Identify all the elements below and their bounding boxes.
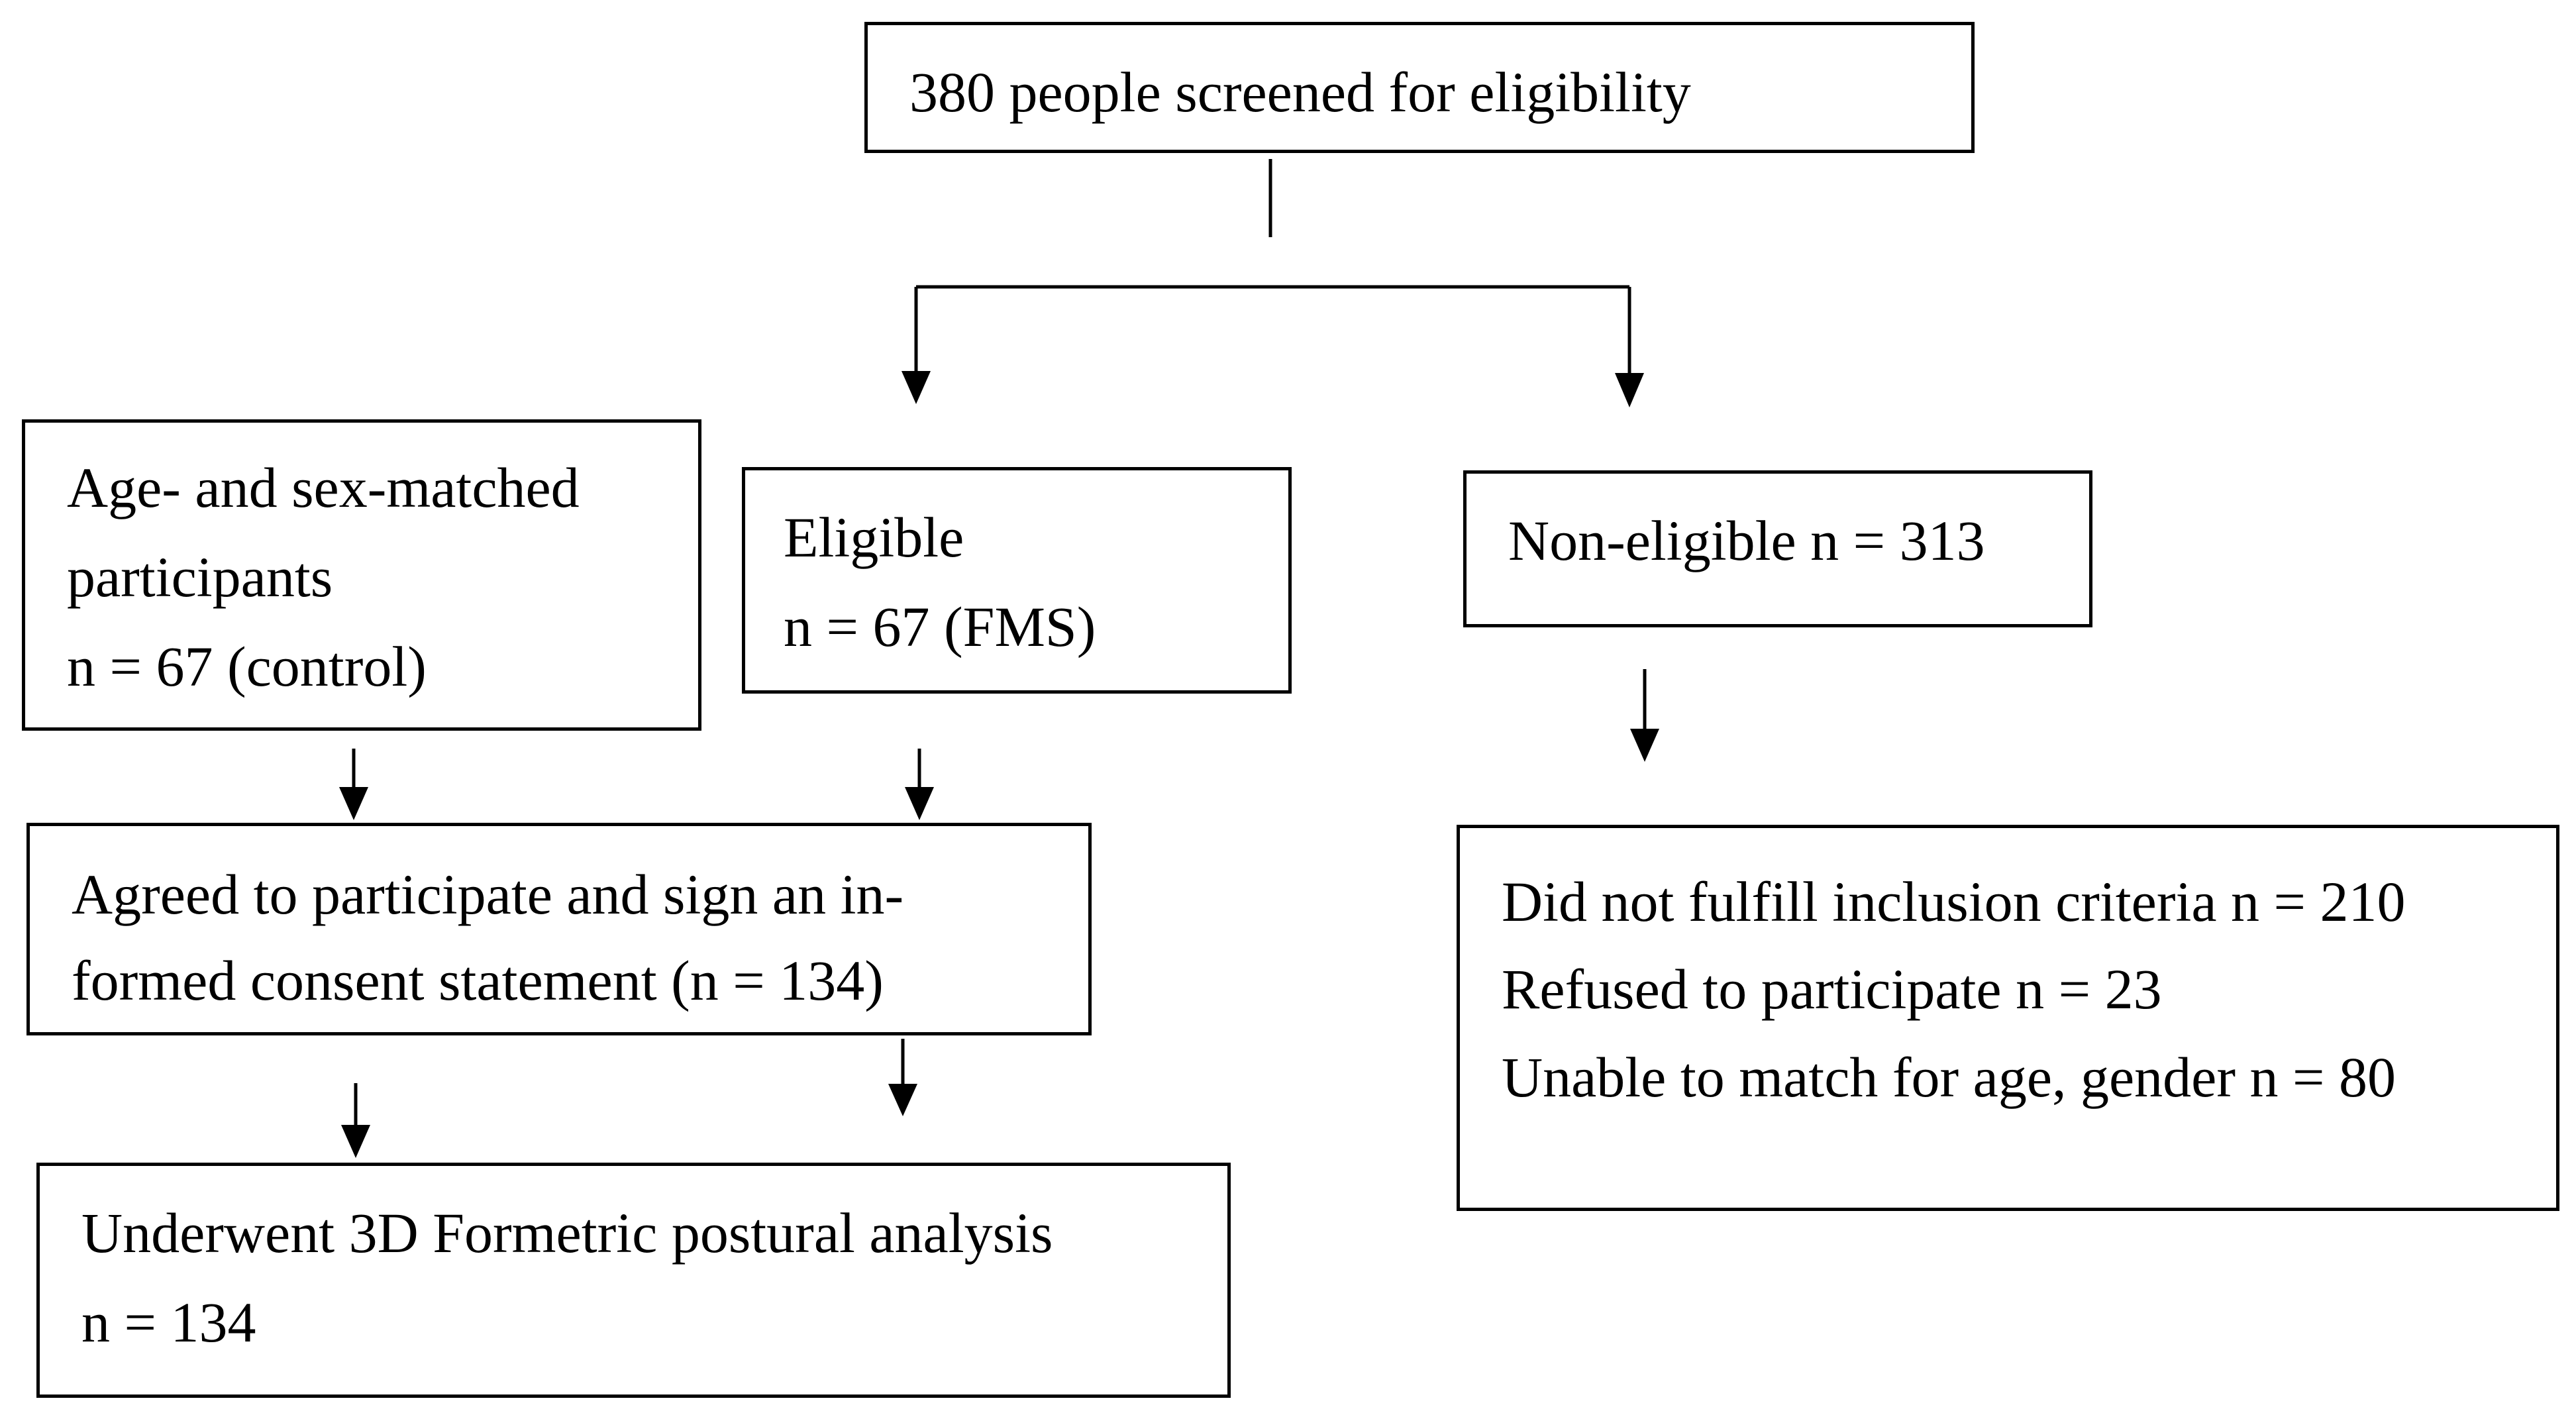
agreed-label-line1: Agreed to participate and sign an in-: [72, 863, 904, 926]
screened-label: 380 people screened for eligibility: [909, 60, 1691, 124]
agreed-label-line2: formed consent statement (n = 134): [72, 949, 884, 1012]
arrow-eligible-to-agreed: [905, 749, 934, 820]
control-label-line1: Age- and sex-matched: [67, 456, 580, 519]
exclusions-label-line3: Unable to match for age, gender n = 80: [1502, 1045, 2396, 1109]
non-eligible-box: Non-eligible n = 313: [1463, 470, 2092, 627]
eligible-box: Eligible n = 67 (FMS): [742, 467, 1292, 694]
control-label-line2: participants: [67, 545, 333, 609]
arrow-agreed-to-underwent-right: [888, 1039, 917, 1116]
eligible-label-line2: n = 67 (FMS): [784, 595, 1096, 658]
exclusions-box: Did not fulfill inclusion criteria n = 2…: [1457, 825, 2559, 1211]
non-eligible-label: Non-eligible n = 313: [1508, 509, 1985, 572]
arrow-non-eligible-to-exclusions: [1630, 669, 1659, 762]
exclusions-label-line1: Did not fulfill inclusion criteria n = 2…: [1502, 870, 2406, 933]
exclusions-label-line2: Refused to participate n = 23: [1502, 957, 2162, 1021]
agreed-box: Agreed to participate and sign an in- fo…: [26, 823, 1092, 1035]
arrow-to-non-eligible: [1615, 287, 1644, 407]
screened-box: 380 people screened for eligibility: [864, 22, 1975, 153]
underwent-label-line2: n = 134: [81, 1290, 256, 1354]
arrow-agreed-to-underwent-left: [341, 1083, 370, 1158]
arrow-control-to-agreed: [339, 749, 368, 820]
underwent-box: Underwent 3D Formetric postural analysis…: [36, 1163, 1231, 1398]
arrow-to-eligible: [902, 287, 931, 404]
underwent-label-line1: Underwent 3D Formetric postural analysis: [81, 1201, 1053, 1265]
control-box: Age- and sex-matched participants n = 67…: [22, 419, 701, 731]
eligible-label-line1: Eligible: [784, 505, 964, 569]
control-label-line3: n = 67 (control): [67, 635, 427, 698]
